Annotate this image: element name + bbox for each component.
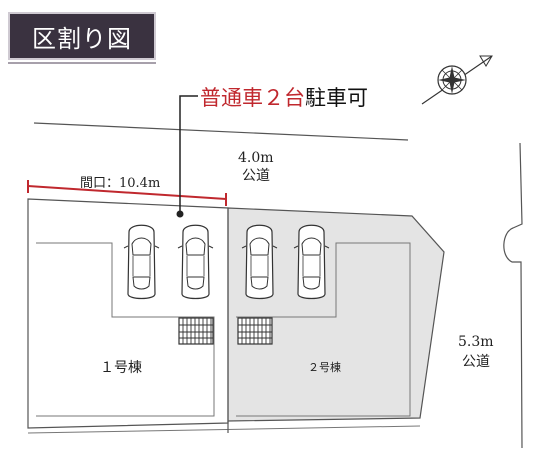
title-underline [8,62,156,64]
callout-leader [179,95,198,214]
lot-2-label: ２号棟 [308,360,341,374]
frontage-label: 間口：10.4m [80,176,160,191]
callout-rest: 駐車可 [305,86,368,110]
drain-grate-1 [178,317,214,345]
lot-1-label: １号棟 [100,360,142,376]
car-icon [123,224,160,300]
car-icon [177,224,214,300]
frontage-dimension [27,180,227,206]
car-icon [241,224,278,300]
north-road-type: 公道 [242,168,270,184]
car-icon [293,224,330,300]
building-1-outline [36,242,215,417]
east-road-width: 5.3m [458,334,494,350]
east-road-type: 公道 [462,354,490,370]
north-road-line [33,122,409,141]
north-road-width: 4.0m [238,150,274,166]
building-2-outline [236,242,411,417]
east-road-line [503,142,523,449]
parking-callout: 普通車２台駐車可 [200,82,368,112]
drain-grate-2 [237,317,273,345]
page-title: 区割り図 [8,12,156,60]
callout-highlight: 普通車２台 [200,86,305,110]
compass-icon [421,55,493,105]
